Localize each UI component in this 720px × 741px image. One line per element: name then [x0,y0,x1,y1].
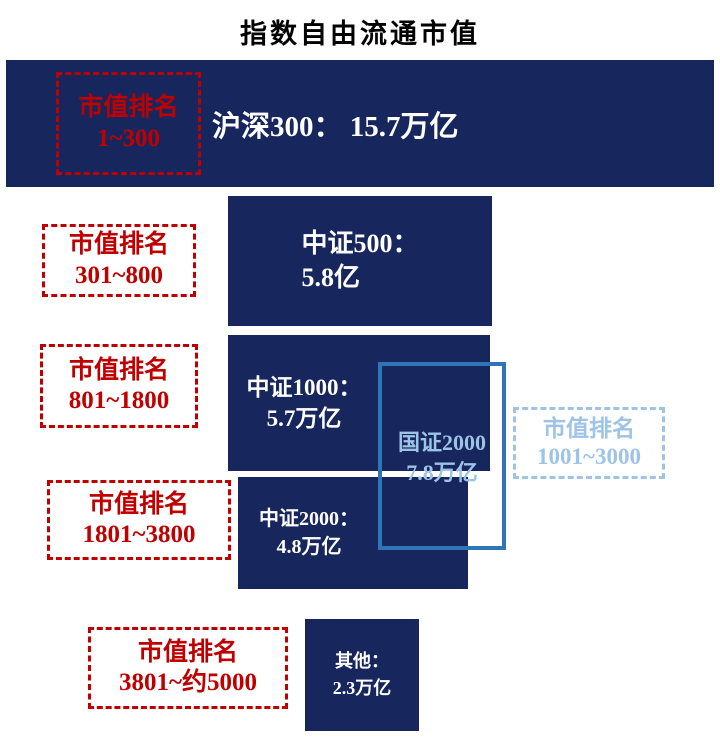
rank-box-hs300: 市值排名 1~300 [56,72,201,175]
rank-box-guozheng2000: 市值排名 1001~3000 [513,407,665,479]
overlay-rect-guozheng2000 [378,362,506,550]
rank-title-csi500: 市值排名 [68,231,169,258]
bar-label-others-line1: 其他： [335,651,389,671]
bar-label-csi2000: 中证2000： 4.8万亿 [238,477,380,589]
rank-range-csi500: 301~800 [74,261,163,289]
bar-label-csi2000-line1: 中证2000： [259,508,359,530]
bar-others [305,619,419,731]
rank-box-others: 市值排名 3801~约5000 [88,627,288,709]
bar-label-csi2000-line2: 4.8万亿 [276,536,342,558]
rank-title-hs300: 市值排名 [78,94,179,121]
bar-label-others-line2: 2.3万亿 [332,678,392,698]
rank-box-csi1000: 市值排名 801~1800 [40,344,198,428]
rank-title-csi1000: 市值排名 [68,356,169,384]
rank-range-guozheng2000: 1001~3000 [537,444,641,469]
bar-label-csi1000-line1: 中证1000： [246,374,362,400]
bar-csi2000 [238,477,468,589]
bar-label-others: 其他： 2.3万亿 [305,619,419,731]
bar-hs300 [6,60,714,187]
rank-range-others: 3801~约5000 [118,669,257,696]
diagram-title: 指数自由流通市值 [240,19,480,49]
rank-box-csi500: 市值排名 301~800 [42,224,196,297]
bar-label-csi500-line2: 5.8亿 [301,263,360,292]
bar-label-hs300: 沪深300： 15.7万亿 [212,110,459,143]
rank-range-hs300: 1~300 [96,124,160,152]
bar-label-csi500: 中证500： 5.8亿 [228,196,492,326]
rank-title-guozheng2000: 市值排名 [543,415,635,441]
overlay-label-guozheng2000-line2: 7.8万亿 [406,459,478,485]
rank-title-csi2000: 市值排名 [88,490,189,518]
bar-label-csi1000: 中证1000： 5.7万亿 [228,335,380,471]
bar-label-csi1000-line2: 5.7万亿 [266,406,342,431]
bar-label-csi500-block: 中证500： 5.8亿 [301,227,418,295]
bar-csi1000 [228,335,490,471]
overlay-label-guozheng2000-line1: 国证2000 [397,430,486,455]
rank-range-csi2000: 1801~3800 [82,521,196,548]
rank-box-csi2000: 市值排名 1801~3800 [47,480,231,560]
bar-csi500 [228,196,492,326]
overlay-label-guozheng2000: 国证2000 7.8万亿 [378,428,506,487]
bar-label-csi500-line1: 中证500： [301,229,419,259]
rank-title-others: 市值排名 [137,638,238,666]
rank-range-csi1000: 801~1800 [68,387,170,414]
